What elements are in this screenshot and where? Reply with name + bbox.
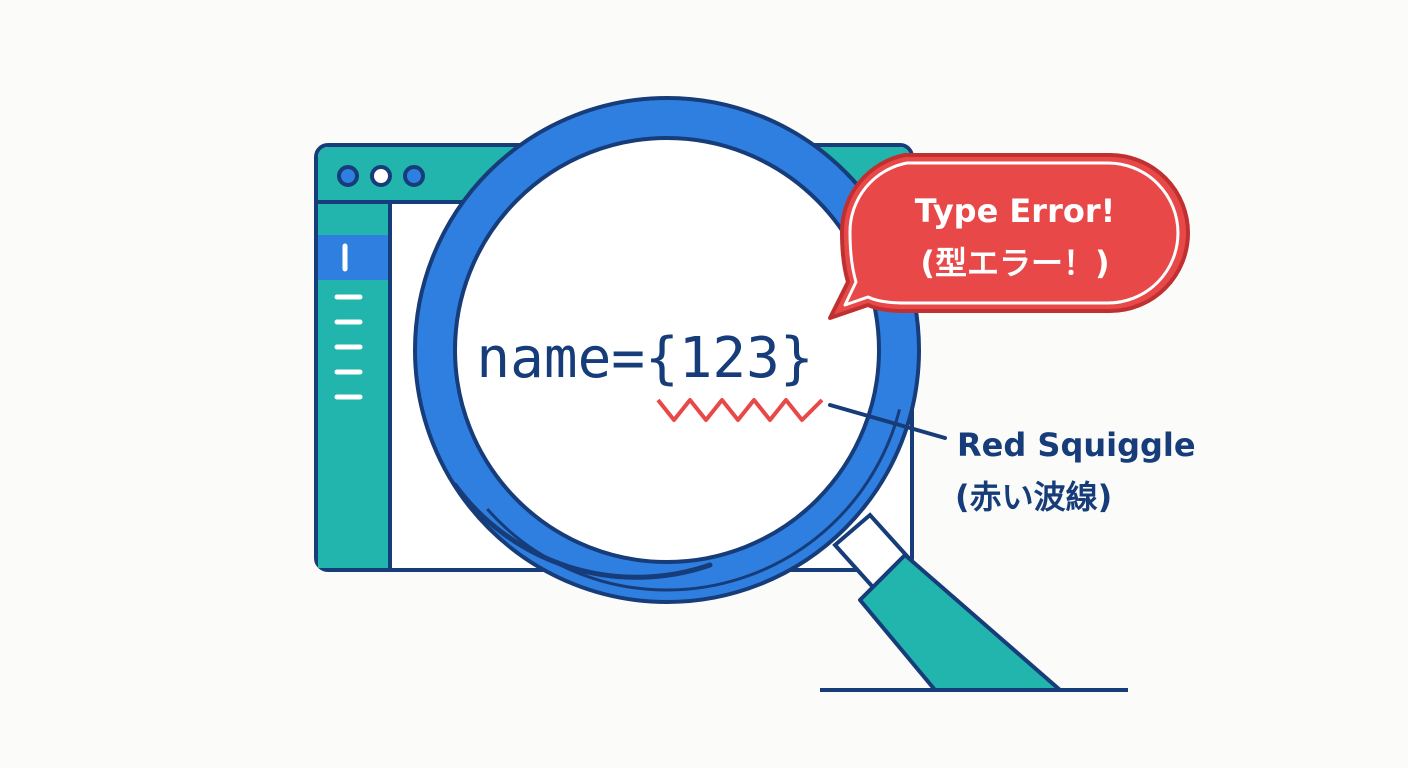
window-dot: [337, 165, 359, 187]
sidebar-item-active: [318, 235, 390, 280]
callout-leader-line: [828, 403, 947, 440]
magnifier-handle: [820, 512, 1128, 692]
window-dot: [403, 165, 425, 187]
red-squiggle: [656, 398, 824, 422]
error-bubble-subtitle: (型エラー！): [920, 244, 1109, 282]
sidebar-lines: [334, 294, 363, 400]
callout-label: Red Squiggle: [957, 426, 1196, 464]
code-text: name={123}: [476, 326, 813, 391]
speech-bubble-icon: [828, 153, 1190, 320]
magnifying-glass-icon: [413, 96, 921, 604]
callout-label-japanese: (赤い波線): [955, 478, 1112, 516]
window-dot: [370, 165, 392, 187]
error-bubble-title: Type Error!: [915, 192, 1115, 230]
